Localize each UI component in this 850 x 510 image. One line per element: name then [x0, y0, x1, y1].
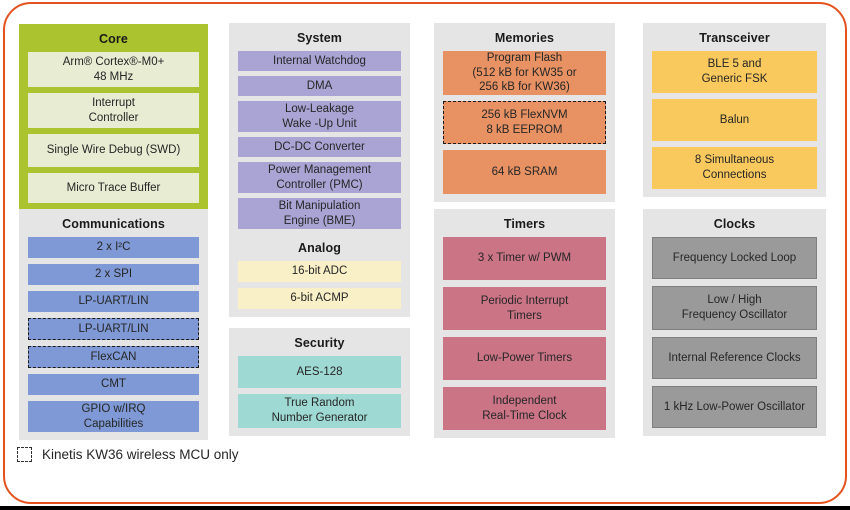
- panel-memories: Memories Program Flash (512 kB for KW35 …: [434, 23, 615, 202]
- panel-security-blocks: AES-128 True Random Number Generator: [238, 356, 401, 428]
- block-dcdc-converter: DC-DC Converter: [238, 137, 401, 157]
- block-lp-uart-lin-1: LP-UART/LIN: [28, 291, 199, 312]
- panel-memories-title: Memories: [494, 31, 555, 45]
- panel-transceiver-blocks: BLE 5 and Generic FSK Balun 8 Simultaneo…: [652, 51, 817, 189]
- panel-timers: Timers 3 x Timer w/ PWM Periodic Interru…: [434, 209, 615, 438]
- panel-security-title: Security: [294, 336, 345, 350]
- panel-system: System Internal Watchdog DMA Low-Leakage…: [229, 23, 410, 237]
- block-aes-128: AES-128: [238, 356, 401, 388]
- block-dma: DMA: [238, 76, 401, 96]
- block-8-simultaneous-connections: 8 Simultaneous Connections: [652, 147, 817, 189]
- block-balun: Balun: [652, 99, 817, 141]
- panel-analog-title: Analog: [298, 241, 341, 255]
- block-lp-uart-lin-2: LP-UART/LIN: [28, 318, 199, 340]
- block-low-high-freq-oscillator: Low / High Frequency Oscillator: [652, 286, 817, 330]
- panel-analog-blocks: 16-bit ADC 6-bit ACMP: [238, 261, 401, 309]
- block-flexcan: FlexCAN: [28, 346, 199, 368]
- panel-timers-title: Timers: [503, 217, 546, 231]
- block-swd: Single Wire Debug (SWD): [28, 134, 199, 167]
- block-6bit-acmp: 6-bit ACMP: [238, 288, 401, 309]
- legend-label: Kinetis KW36 wireless MCU only: [42, 447, 239, 462]
- panel-communications-blocks: 2 x I²C 2 x SPI LP-UART/LIN LP-UART/LIN …: [28, 237, 199, 432]
- block-low-power-timers: Low-Power Timers: [443, 337, 606, 380]
- block-cmt: CMT: [28, 374, 199, 395]
- block-timer-pwm: 3 x Timer w/ PWM: [443, 237, 606, 280]
- block-arm-cortex-m0: Arm® Cortex®-M0+ 48 MHz: [28, 52, 199, 87]
- block-pmc: Power Management Controller (PMC): [238, 162, 401, 193]
- panel-core: Core Arm® Cortex®-M0+ 48 MHz Interrupt C…: [19, 24, 208, 211]
- panel-transceiver-title: Transceiver: [699, 31, 770, 45]
- panel-clocks: Clocks Frequency Locked Loop Low / High …: [643, 209, 826, 436]
- block-periodic-interrupt-timers: Periodic Interrupt Timers: [443, 287, 606, 330]
- block-micro-trace-buffer: Micro Trace Buffer: [28, 173, 199, 203]
- block-i2c: 2 x I²C: [28, 237, 199, 258]
- block-16bit-adc: 16-bit ADC: [238, 261, 401, 282]
- panel-communications: Communications 2 x I²C 2 x SPI LP-UART/L…: [19, 209, 208, 440]
- bottom-edge-line: [0, 506, 850, 510]
- panel-transceiver: Transceiver BLE 5 and Generic FSK Balun …: [643, 23, 826, 197]
- panel-communications-title: Communications: [62, 217, 165, 231]
- block-ble5-generic-fsk: BLE 5 and Generic FSK: [652, 51, 817, 93]
- panel-system-blocks: Internal Watchdog DMA Low-Leakage Wake -…: [238, 51, 401, 229]
- block-flexnvm-eeprom: 256 kB FlexNVM 8 kB EEPROM: [443, 101, 606, 144]
- block-internal-watchdog: Internal Watchdog: [238, 51, 401, 71]
- panel-memories-blocks: Program Flash (512 kB for KW35 or 256 kB…: [443, 51, 606, 194]
- block-internal-reference-clocks: Internal Reference Clocks: [652, 337, 817, 379]
- block-program-flash: Program Flash (512 kB for KW35 or 256 kB…: [443, 51, 606, 95]
- block-fll: Frequency Locked Loop: [652, 237, 817, 279]
- panel-security: Security AES-128 True Random Number Gene…: [229, 328, 410, 436]
- block-sram: 64 kB SRAM: [443, 150, 606, 194]
- panel-timers-blocks: 3 x Timer w/ PWM Periodic Interrupt Time…: [443, 237, 606, 430]
- block-trng: True Random Number Generator: [238, 394, 401, 428]
- block-llwu: Low-Leakage Wake -Up Unit: [238, 101, 401, 132]
- panel-core-title: Core: [99, 32, 128, 46]
- kw36-dashed-outline-icon: [17, 447, 32, 462]
- panel-clocks-blocks: Frequency Locked Loop Low / High Frequen…: [652, 237, 817, 428]
- block-gpio-irq: GPIO w/IRQ Capabilities: [28, 401, 199, 432]
- panel-analog: Analog 16-bit ADC 6-bit ACMP: [229, 233, 410, 317]
- block-spi: 2 x SPI: [28, 264, 199, 285]
- block-1khz-low-power-oscillator: 1 kHz Low-Power Oscillator: [652, 386, 817, 428]
- panel-core-blocks: Arm® Cortex®-M0+ 48 MHz Interrupt Contro…: [28, 52, 199, 203]
- panel-system-title: System: [296, 31, 343, 45]
- panel-clocks-title: Clocks: [713, 217, 756, 231]
- block-rtc: Independent Real-Time Clock: [443, 387, 606, 430]
- legend: Kinetis KW36 wireless MCU only: [17, 447, 239, 462]
- block-interrupt-controller: Interrupt Controller: [28, 93, 199, 128]
- block-bme: Bit Manipulation Engine (BME): [238, 198, 401, 229]
